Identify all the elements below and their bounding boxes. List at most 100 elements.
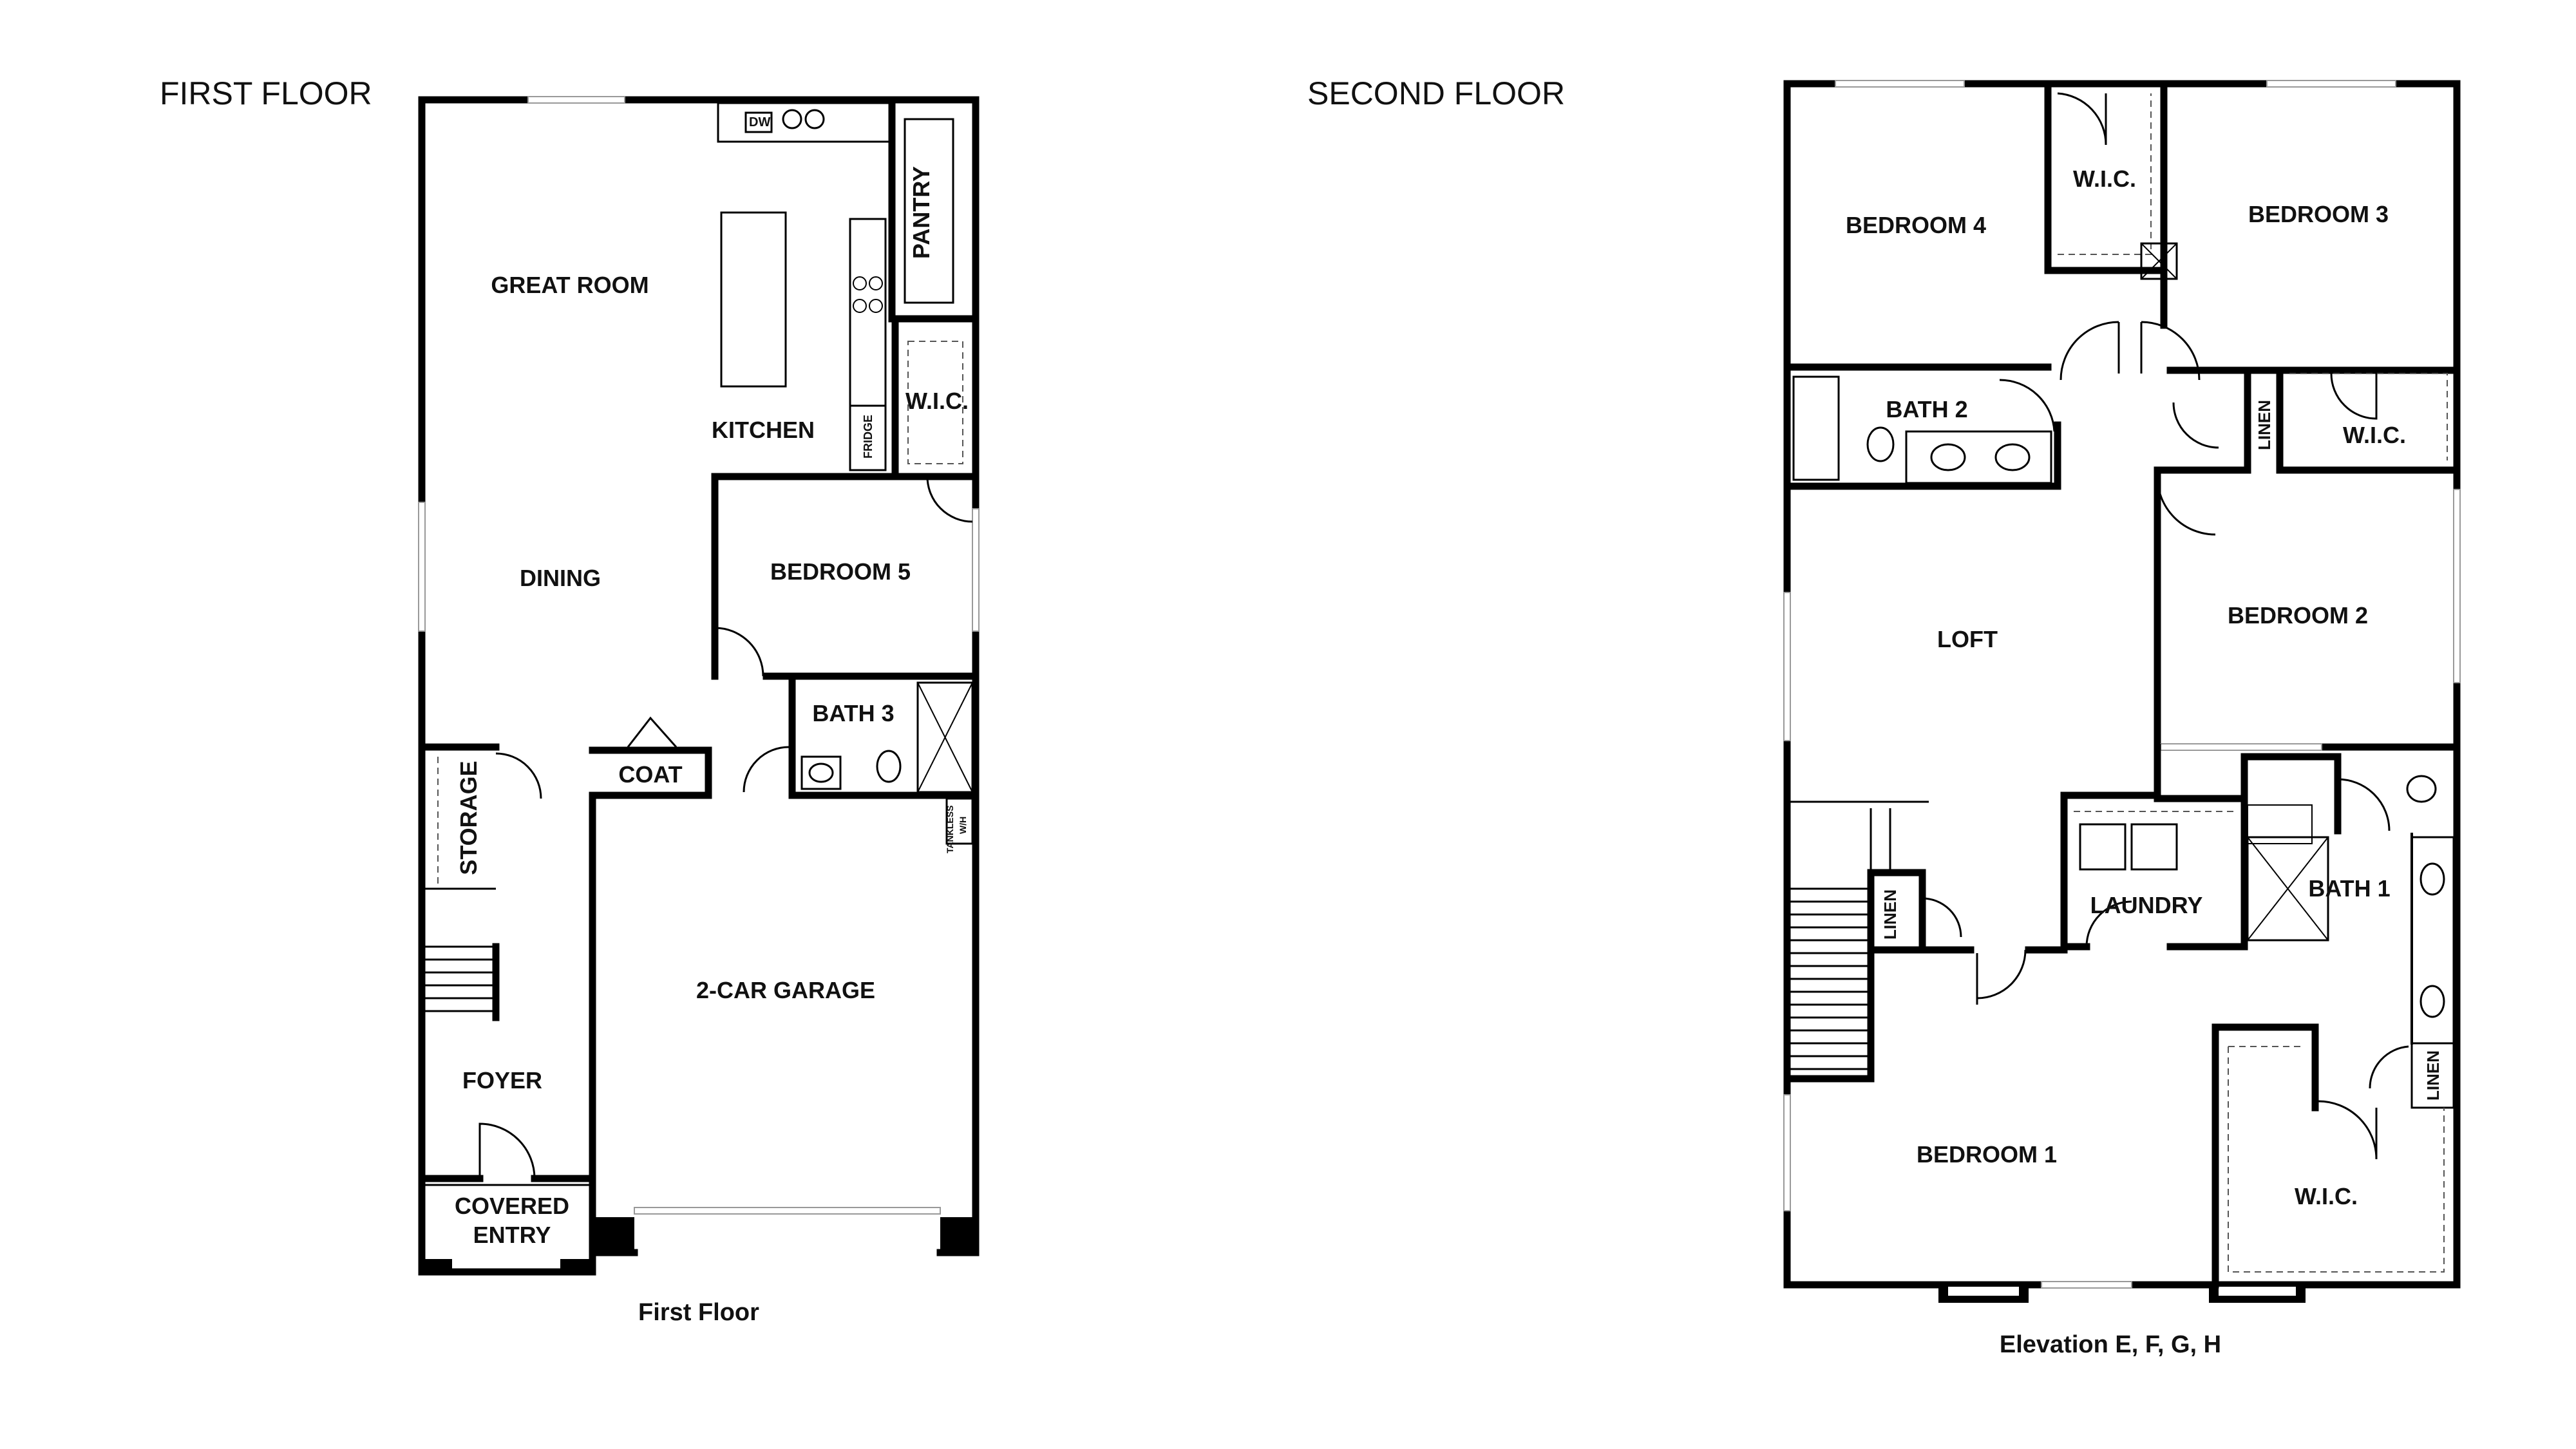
wic-shelf [907,341,963,464]
fridge-label: FRIDGE [862,415,875,459]
bedroom1-door-swing [1976,949,2027,1005]
linen-wic-wall [2154,370,2461,474]
bath2-sink-right [1994,443,2031,471]
cooktop-burner [853,276,867,290]
bath2-wall [1783,421,2061,490]
garage-label: 2-CAR GARAGE [696,977,875,1003]
tankless-wh-label: W/H [958,817,968,834]
bath2-sink-left [1930,443,1966,471]
second-floor-caption: Elevation E, F, G, H [2000,1331,2221,1358]
cooktop-burner [869,299,883,313]
laundry-east-wall [2154,795,2248,951]
sink-bowl-right [804,109,825,129]
washer [2079,823,2126,871]
bedroom1-label: BEDROOM 1 [1917,1141,2057,1168]
second-floor-plan: BEDROOM 4 W.I.C. BEDROOM 3 BATH 2 LINEN … [1783,80,2461,1358]
window-great-room [527,96,625,104]
bedroom5-door-swing [714,627,764,677]
kitchen-island [720,211,787,388]
pantry-label: PANTRY [908,166,934,259]
linen-stair-door [1922,897,1962,938]
tankless-water-heater [945,797,974,845]
bedroom2-label: BEDROOM 2 [2228,602,2368,629]
laundry-door [2085,900,2132,947]
front-door-swing [478,1122,536,1179]
master-wic-shelf [2228,1046,2445,1273]
window-bedroom1-south [2041,1281,2132,1289]
fridge [849,404,887,471]
entry-post-right [560,1259,592,1273]
bath2-door-swing [1999,379,2056,432]
bump-out-right-inner [2219,1287,2296,1296]
second-floor-exterior-east [1783,80,2461,1289]
dishwasher-label: DW [749,115,770,129]
wic-top-wall [2044,80,2168,274]
bath3-sink [808,762,834,783]
linen-stair-wall [1867,869,1926,954]
entry-post-left [420,1259,452,1273]
storage-door-swing [495,752,542,799]
window-bedroom4 [1835,80,1965,88]
laundry-label: LAUNDRY [2090,892,2203,918]
wic-b3-door [2330,373,2378,420]
covered-entry-label-1: COVERED [455,1193,569,1219]
dining-label: DINING [520,565,601,591]
storage-label: STORAGE [455,761,482,875]
wic-door-swing [926,476,973,523]
pantry-shelf [904,118,954,304]
wic-top-shelf [2058,93,2152,255]
bedroom4-label: BEDROOM 4 [1846,212,1986,238]
bedroom2-closet-door [2160,743,2322,751]
wic-b3-shelf [2289,373,2448,460]
laundry-wall [2060,743,2161,951]
bath1-sink-bottom [2420,985,2445,1018]
bath3-shower-cross [917,682,973,793]
garage-pier-right [940,1217,976,1253]
garage-west-wall [589,791,638,1256]
stair-wall [1783,869,1875,1083]
linen-bath1-label: LINEN [2423,1050,2443,1101]
bedroom2-door-swing [2156,476,2216,536]
bath2-vanity [1905,430,2052,484]
first-floor-plan: DW FRIDGE [418,96,980,1326]
linen-door [2172,402,2219,449]
kitchen-back-counter [717,102,893,143]
loft-label: LOFT [1937,626,1998,652]
bath3-toilet [876,750,902,783]
linen-bath1 [2410,1042,2455,1109]
stair-treads [1790,887,1868,1070]
bath1-wall [2240,753,2342,951]
cooktop-burner [869,276,883,290]
wic-b3-label: W.I.C. [2343,422,2406,448]
tankless-label: TANKLESS [945,806,955,853]
first-floor-heading: FIRST FLOOR [160,75,372,111]
kitchen-label: KITCHEN [712,417,815,443]
bath1-vanity [2410,836,2455,1045]
master-wic-door [2318,1100,2378,1160]
coat-door [627,716,677,748]
stair-posts [1870,808,1891,869]
attic-access [2140,242,2178,280]
window-bedroom1 [1783,1094,1791,1211]
bath3-vanity [800,755,842,790]
wic-master-label: W.I.C. [2295,1183,2358,1209]
garage-pier-left [592,1217,634,1253]
bedroom3-door-swing [2140,321,2201,381]
wic-top-label: W.I.C. [2073,166,2136,192]
bedroom4-door-swing [2060,321,2120,381]
linen-bath1-door [2369,1045,2409,1089]
wic-first-floor-label: W.I.C. [905,388,969,414]
attic-access-cross [2141,243,2177,279]
coat-label: COAT [618,761,682,788]
cooktop-burner [853,299,867,313]
bath3-shower [916,681,974,793]
garage-door [634,1207,941,1215]
bedroom5-label: BEDROOM 5 [770,558,911,585]
bump-out-left-inner [1948,1287,2019,1296]
bath2-label: BATH 2 [1886,396,1967,422]
window-dining [418,502,426,632]
bath3-label: BATH 3 [812,700,894,726]
window-bedroom5 [972,508,980,632]
window-bedroom3 [2266,80,2396,88]
